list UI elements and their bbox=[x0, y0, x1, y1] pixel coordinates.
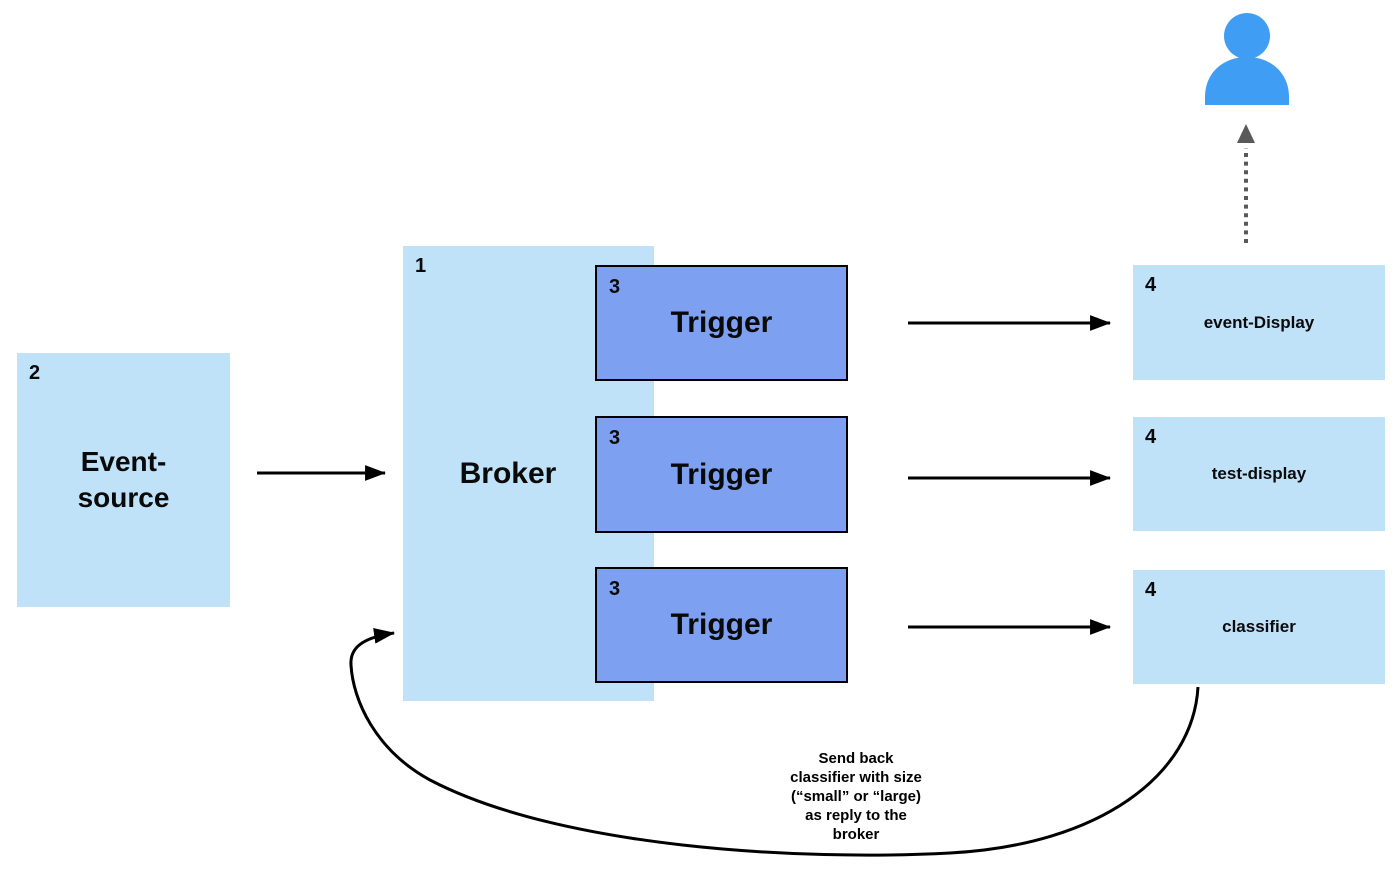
service-box-classifier: 4 classifier bbox=[1133, 570, 1385, 684]
service-label-event-display: event-Display bbox=[1203, 312, 1315, 332]
trigger-box-3: 3 Trigger bbox=[595, 567, 848, 683]
trigger-box-1: 3 Trigger bbox=[595, 265, 848, 381]
trigger-label: Trigger bbox=[670, 457, 773, 491]
step-number: 1 bbox=[415, 255, 427, 277]
trigger-box-2: 3 Trigger bbox=[595, 416, 848, 533]
trigger-label: Trigger bbox=[670, 608, 773, 641]
event-source-label: Event- source bbox=[77, 446, 170, 513]
step-number: 2 bbox=[29, 362, 41, 384]
step-number: 4 bbox=[1145, 274, 1157, 296]
trigger-label: Trigger bbox=[670, 306, 773, 339]
reply-note-text: Send back classifier with size (“small” … bbox=[790, 750, 922, 843]
service-label-classifier: classifier bbox=[1222, 617, 1296, 636]
service-box-event-display: 4 event-Display bbox=[1133, 265, 1385, 380]
service-label-test-display: test-display bbox=[1211, 464, 1307, 483]
step-number: 3 bbox=[609, 578, 621, 600]
step-number: 4 bbox=[1145, 579, 1157, 601]
step-number: 4 bbox=[1145, 426, 1157, 448]
user-icon bbox=[1205, 13, 1289, 105]
service-box-test-display: 4 test-display bbox=[1133, 417, 1385, 531]
dotted-arrow-up-icon bbox=[1237, 124, 1255, 243]
broker-label: Broker bbox=[459, 456, 557, 490]
event-source-box: 2 Event- source bbox=[17, 353, 230, 607]
step-number: 3 bbox=[609, 276, 621, 298]
step-number: 3 bbox=[609, 427, 621, 449]
